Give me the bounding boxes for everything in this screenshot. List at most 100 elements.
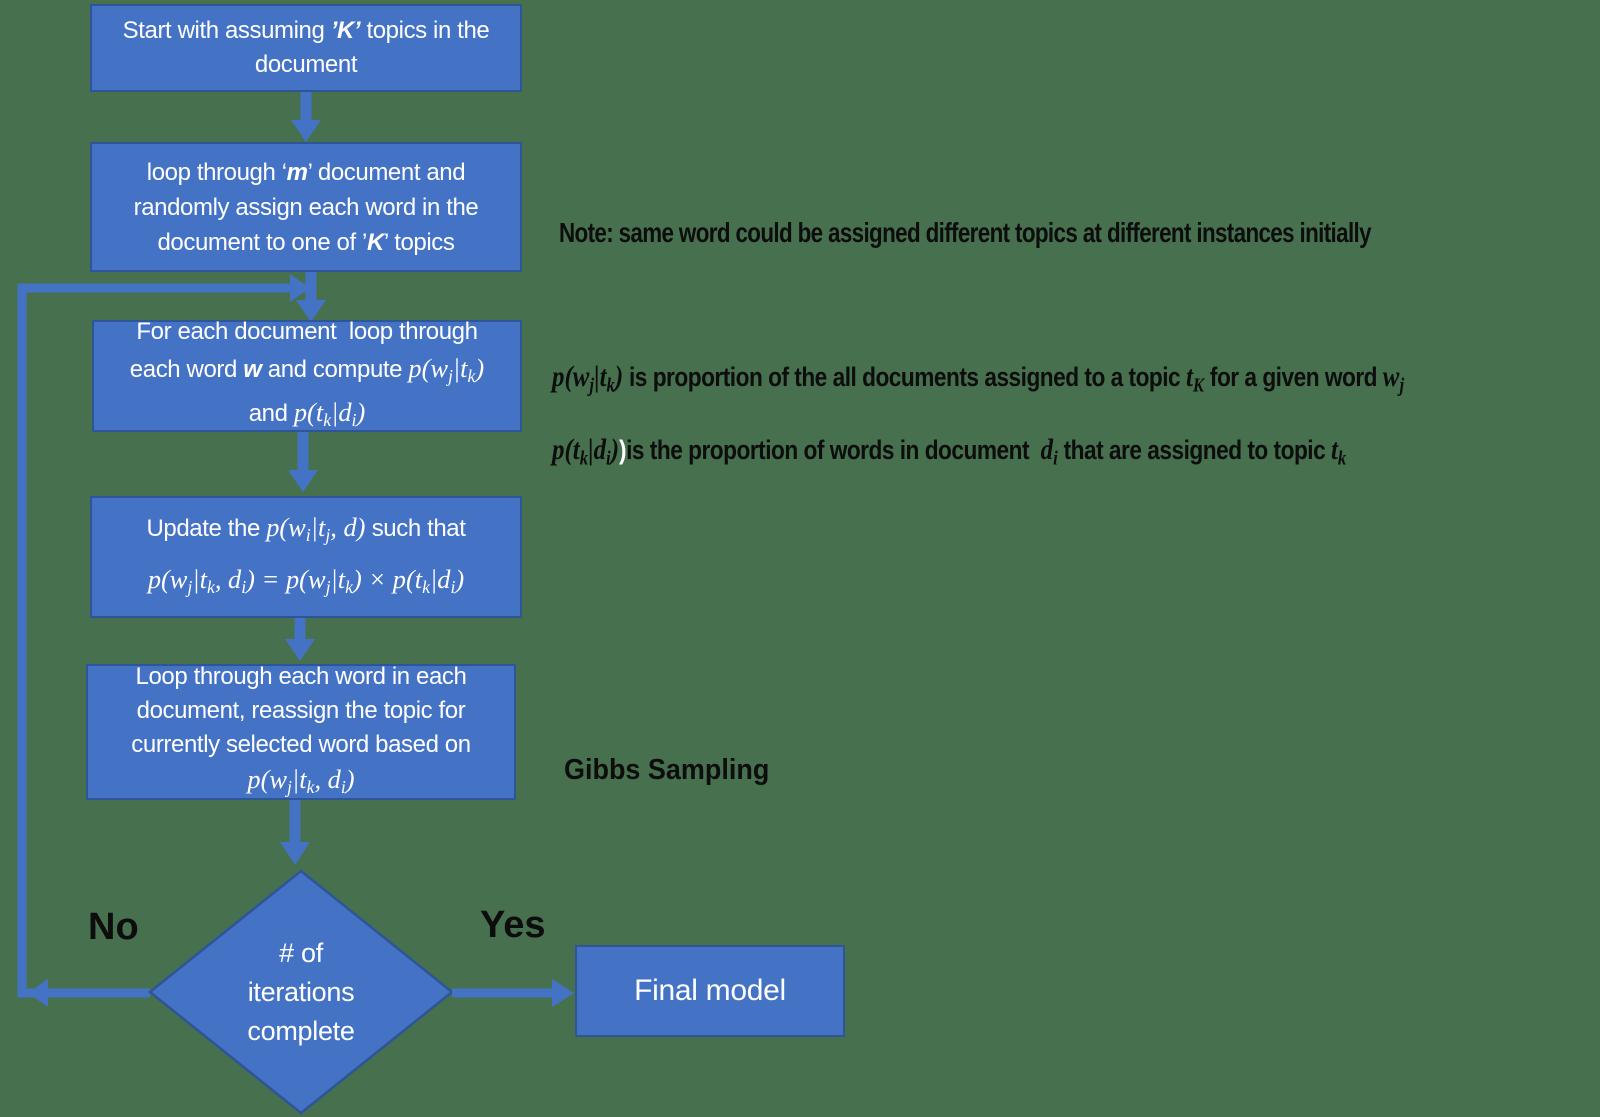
text-line: document, reassign the topic for xyxy=(137,694,466,728)
text-segment: # of xyxy=(279,938,323,968)
text-segment: Note: same word could be assigned differ… xyxy=(558,217,1372,248)
text-segment: i xyxy=(605,447,611,470)
text-line: Final model xyxy=(634,974,786,1007)
text-line: Update the p(wi|tj, d) such that xyxy=(146,505,465,557)
text-segment: m xyxy=(286,158,308,186)
text-segment: p(t xyxy=(293,397,324,427)
arrow-update-to-reassign-head xyxy=(285,639,315,661)
text-segment: |t xyxy=(310,512,326,543)
text-segment: t xyxy=(1330,434,1338,466)
text-segment: document xyxy=(254,51,358,78)
text-segment: is proportion of the all documents assig… xyxy=(622,362,1186,392)
edge-label-yes: Yes xyxy=(480,904,546,946)
loop-back-connector xyxy=(17,283,294,998)
text-segment: w xyxy=(1382,361,1400,393)
text-segment: ’ topics xyxy=(383,228,455,256)
text-segment: k xyxy=(467,366,476,386)
text-segment: ) xyxy=(455,564,465,594)
text-segment: that are assigned to topic xyxy=(1057,435,1331,465)
text-segment: |t xyxy=(330,564,346,594)
text-line: iterations xyxy=(181,973,421,1012)
decision-diamond xyxy=(148,869,454,1115)
text-segment: |t xyxy=(291,764,307,795)
text-line: complete xyxy=(181,1012,421,1051)
text-segment: i xyxy=(1052,447,1058,470)
node-compute-probabilities: For each document loop through each word… xyxy=(92,318,522,432)
text-segment: K xyxy=(1192,374,1204,397)
text-segment: ) × p(t xyxy=(352,564,423,594)
annotation-gibbs-sampling: Gibbs Sampling xyxy=(532,721,785,820)
text-segment: k xyxy=(206,576,215,597)
text-segment: p(t xyxy=(551,434,580,466)
text-segment: i xyxy=(241,576,247,597)
text-segment: ) xyxy=(356,397,366,427)
text-segment: , d xyxy=(314,764,341,795)
text-segment: |d xyxy=(331,397,352,427)
text-segment: k xyxy=(579,447,588,470)
text-segment: j xyxy=(287,776,292,797)
text-segment: and compute xyxy=(261,356,409,384)
text-segment: document, reassign the topic for xyxy=(136,697,466,725)
text-segment: j xyxy=(325,576,331,597)
annotation-text: p(tk|di))is the proportion of words in d… xyxy=(552,434,1346,471)
annotation-text: Gibbs Sampling xyxy=(564,754,769,787)
text-segment: |d xyxy=(587,434,606,466)
text-segment: loop through ‘ xyxy=(146,158,287,186)
text-segment: Update the xyxy=(146,515,267,543)
text-segment: ’ document and xyxy=(307,158,466,186)
text-segment: j xyxy=(1399,374,1404,397)
text-segment: iterations xyxy=(247,977,355,1007)
text-segment: t xyxy=(1185,361,1193,393)
text-segment: |t xyxy=(192,564,207,594)
text-segment: j xyxy=(447,366,453,386)
text-segment: ) xyxy=(614,361,623,393)
text-segment: such that xyxy=(365,515,466,543)
text-line: p(wj|tk, di) = p(wj|tk) × p(tk|di) xyxy=(148,557,464,609)
text-segment: ’K’ xyxy=(330,17,361,44)
loop-back-arrowhead-left xyxy=(28,979,48,1007)
text-segment: and xyxy=(248,400,294,427)
text-segment: k xyxy=(345,576,353,597)
text-segment: ) xyxy=(345,764,355,795)
text-segment: p(w xyxy=(247,764,288,795)
text-segment: i xyxy=(305,525,311,545)
text-line: currently selected word based on xyxy=(131,728,471,762)
arrow-start-to-assign-head xyxy=(291,120,321,142)
text-line: document xyxy=(254,48,358,82)
annotation-text: p(wj|tk) is proportion of the all docume… xyxy=(552,361,1404,398)
text-segment: w xyxy=(243,356,262,384)
text-segment: j xyxy=(325,525,331,545)
text-line: randomly assign each word in the xyxy=(134,190,479,225)
text-segment: p(w xyxy=(266,512,306,543)
node-reassign-topic: Loop through each word in each document,… xyxy=(86,663,516,800)
text-segment: j xyxy=(589,374,594,397)
yes-arrowhead xyxy=(552,979,574,1007)
text-segment: Gibbs Sampling xyxy=(564,754,770,786)
text-segment: i xyxy=(351,409,357,430)
node-random-assign: loop through ‘m’ document and randomly a… xyxy=(90,142,522,272)
text-segment: K xyxy=(366,228,384,256)
text-segment: ) xyxy=(618,435,627,465)
text-segment: i xyxy=(450,576,456,597)
text-segment: complete xyxy=(247,1016,355,1046)
arrow-reassign-to-decision-head xyxy=(280,842,310,865)
text-segment: ) xyxy=(610,434,619,466)
text-segment: Start with assuming xyxy=(122,17,331,44)
text-segment: k xyxy=(323,409,332,430)
text-segment: d xyxy=(1040,434,1053,466)
text-segment: ) xyxy=(475,353,485,384)
text-segment: p(w xyxy=(147,564,188,594)
text-segment: , d xyxy=(214,564,242,594)
text-line: For each document loop through xyxy=(136,314,478,350)
text-line: Start with assuming ’K’ topics in the xyxy=(123,14,490,48)
arrow-compute-to-update-head xyxy=(288,470,318,492)
edge-label-no: No xyxy=(88,906,139,948)
text-segment: topics in the xyxy=(360,17,490,44)
text-segment: p(w xyxy=(408,353,448,384)
text-line: # of xyxy=(181,934,421,973)
node-start: Start with assuming ’K’ topics in the do… xyxy=(90,4,522,92)
annotation-topic-document-proportion: p(tk|di))is the proportion of words in d… xyxy=(524,403,1497,502)
text-segment: |t xyxy=(452,353,468,384)
